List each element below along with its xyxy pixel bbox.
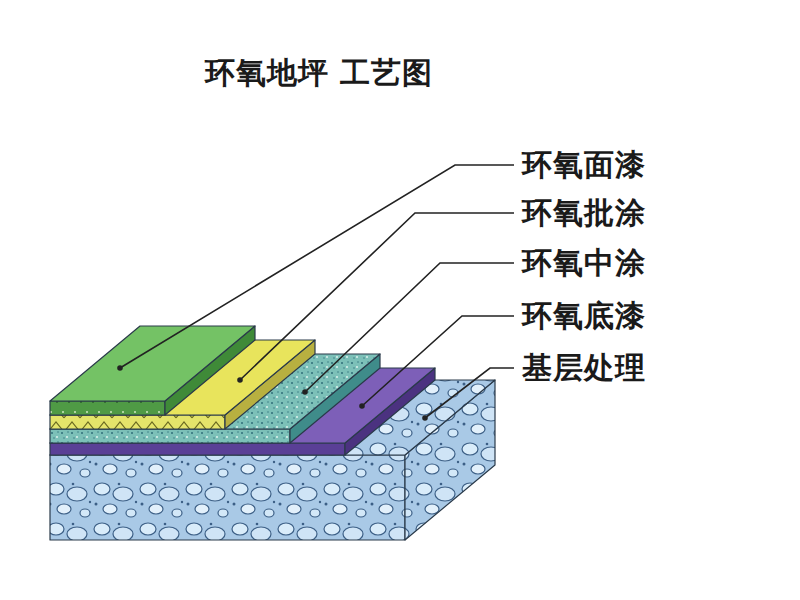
diagram-title: 环氧地坪 工艺图 <box>205 55 433 91</box>
primer-layer-front <box>50 443 345 455</box>
leader-line <box>240 213 514 380</box>
leader-line <box>120 165 514 368</box>
leader-line <box>425 368 514 418</box>
leader-dot <box>360 404 364 408</box>
leader-dot <box>303 390 307 394</box>
top-coat-layer-front <box>50 401 165 415</box>
leader-dot <box>238 378 242 382</box>
middle-coat-layer-front <box>50 429 290 443</box>
layer-label: 基层处理 <box>520 350 648 386</box>
leader-dot <box>423 416 427 420</box>
layer-label: 环氧底漆 <box>520 298 648 334</box>
layer-label: 环氧中涂 <box>520 245 648 281</box>
putty-layer-front <box>50 415 225 429</box>
layer-label: 环氧批涂 <box>520 195 648 231</box>
top-coat-layer-top <box>50 326 255 401</box>
base-layer-front <box>50 455 405 540</box>
layer-label: 环氧面漆 <box>520 147 648 183</box>
leader-line <box>362 316 514 406</box>
leader-dot <box>118 366 122 370</box>
